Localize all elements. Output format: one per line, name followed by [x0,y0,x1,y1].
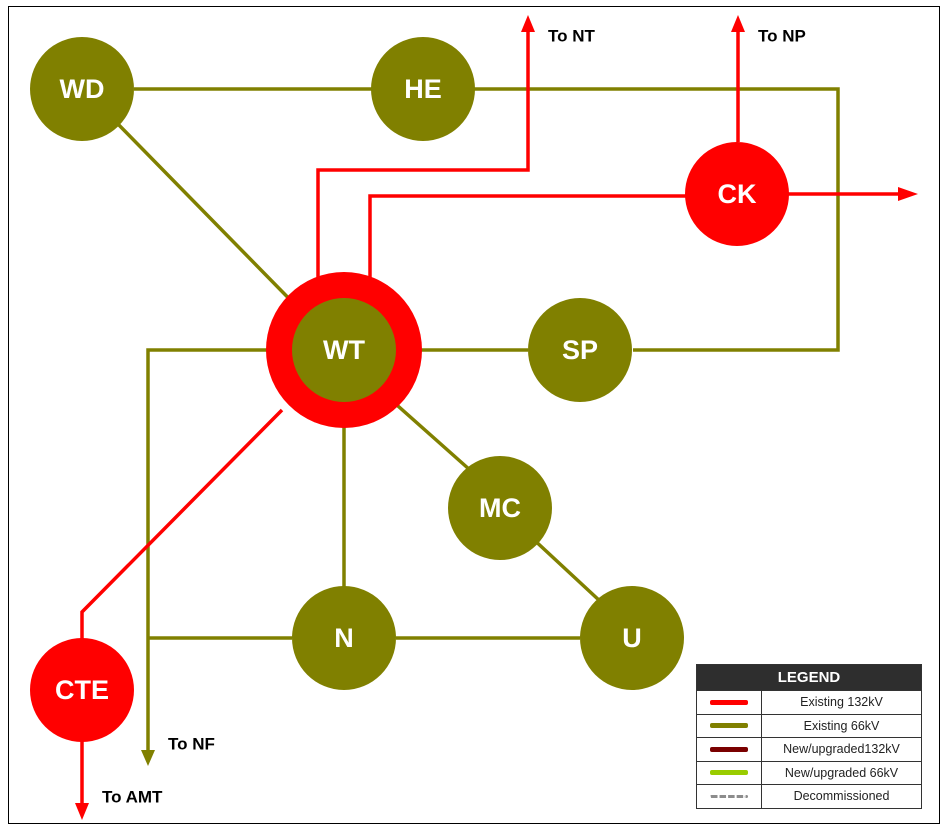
legend-row-new-132kv: New/upgraded132kV [697,737,921,761]
legend-swatch-decommissioned [710,794,748,798]
legend-row-new-66kv: New/upgraded 66kV [697,760,921,784]
arrow-to-amt [75,803,89,820]
node-wd-label: WD [60,74,105,104]
line-wd-wt [112,118,312,322]
line-wt-tonf [146,348,292,752]
legend-label: New/upgraded132kV [783,742,900,757]
legend-swatch-existing-132kv [710,699,748,705]
node-mc: MC [448,456,552,560]
line-wt-cte [80,408,284,640]
node-mc-label: MC [479,493,521,523]
line-wd-he-sp [134,87,840,352]
legend-label: New/upgraded 66kV [784,765,899,780]
label-to-np: To NP [758,27,806,46]
node-cte: CTE [30,638,134,742]
node-u-label: U [622,623,642,653]
node-ck: CK [685,142,789,246]
lines-132kv [80,32,900,805]
legend-row-existing-132kv: Existing 132kV [697,690,921,714]
legend: LEGEND Existing 132kV Existing 66kV New/… [696,664,922,809]
node-wd: WD [30,37,134,141]
legend-row-decommissioned: Decommissioned [697,784,921,808]
arrow-to-nf [141,750,155,766]
node-n: N [292,586,396,690]
legend-label: Decommissioned [793,789,890,804]
label-to-nf: To NF [168,735,215,754]
node-he: HE [371,37,475,141]
node-he-label: HE [404,74,442,104]
node-n-label: N [334,623,354,653]
line-mc-u [529,535,603,604]
label-to-amt: To AMT [102,788,163,807]
node-wt: WT [266,272,422,428]
arrow-to-np [731,15,745,32]
legend-swatch-new-132kv [710,746,748,752]
node-sp-label: SP [562,335,598,365]
label-to-nt: To NT [548,27,596,46]
node-cte-label: CTE [55,675,109,705]
legend-swatch-new-66kv [710,770,748,776]
lines-66kv [112,87,840,752]
legend-label: Existing 66kV [803,718,880,733]
node-sp: SP [528,298,632,402]
arrow-to-nt [521,15,535,32]
node-wt-label: WT [323,335,365,365]
legend-label: Existing 132kV [800,695,883,710]
node-u: U [580,586,684,690]
legend-row-existing-66kv: Existing 66kV [697,713,921,737]
line-wt-ck [368,194,686,290]
line-wt-tont [316,32,530,290]
legend-swatch-existing-66kv [710,723,748,729]
legend-title: LEGEND [697,665,921,690]
arrow-east [898,187,918,201]
node-ck-label: CK [718,179,757,209]
